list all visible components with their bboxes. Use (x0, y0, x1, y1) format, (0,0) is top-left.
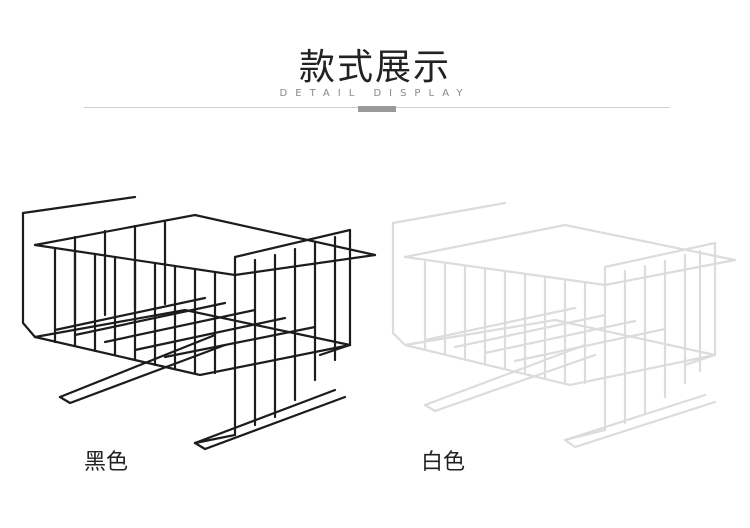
black-color-label: 黑色 (84, 450, 129, 475)
white-color-label: 白色 (421, 450, 466, 475)
divider-accent (358, 106, 396, 112)
wire-basket-icon (391, 201, 737, 449)
page-title: 款式展示 (298, 47, 451, 88)
page-subtitle: DETAIL DISPLAY (279, 88, 471, 99)
black-basket-image (15, 185, 385, 455)
wire-basket-icon (21, 195, 377, 451)
white-basket-image (385, 185, 745, 455)
